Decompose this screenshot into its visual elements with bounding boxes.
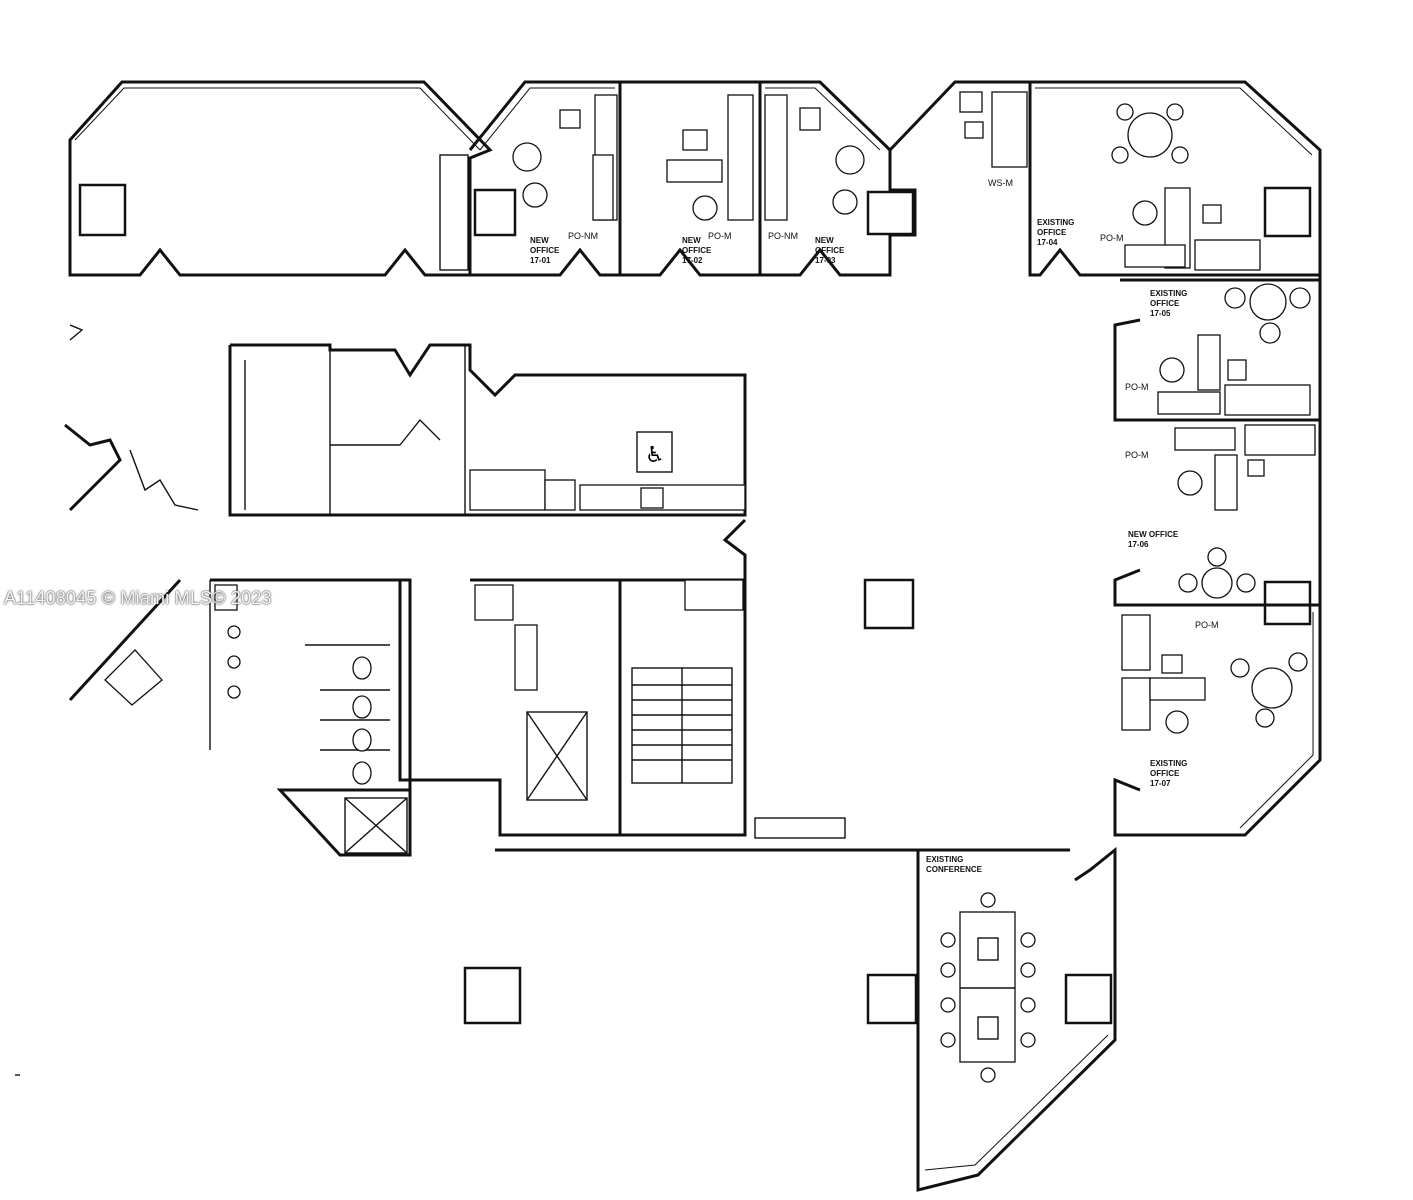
new-office-17-03: NEW OFFICE 17-03 PO-NM [760,80,917,277]
room-label-line1: EXISTING [1150,759,1187,768]
top-left-room [68,80,493,277]
accessible-icon: ♿ [645,443,665,468]
room-label-line3: 17-03 [815,256,836,265]
elevator-icon [526,711,588,801]
room-label-line3: 17-01 [530,256,551,265]
structural-column [866,190,915,236]
room-tag: PO-M [1125,382,1149,392]
room-tag: PO-NM [568,231,598,241]
room-tag: PO-M [1125,450,1149,460]
room-tag: PO-M [708,231,732,241]
existing-conference: EXISTING CONFERENCE [916,846,1117,1192]
room-label-line3: 17-07 [1150,779,1171,788]
structural-column [1263,186,1312,238]
sink-icon [227,625,241,639]
sink-icon [227,685,241,699]
restrooms [68,578,412,857]
existing-office-17-04: WS-M EXISTING OFFICE 17-04 PO-M [888,80,1322,277]
structural-column [866,973,918,1025]
room-label-line1: NEW OFFICE [1128,530,1179,539]
elevator-stair-core [398,518,1070,852]
room-label-line1: EXISTING [926,855,963,864]
stair-icon [631,667,733,784]
room-label-line2: OFFICE [530,246,560,255]
toilet-icon [352,728,372,752]
toilet-icon [352,695,372,719]
structural-column [78,183,127,237]
room-label-line2: OFFICE [1150,769,1180,778]
room-label-line1: NEW [530,236,549,245]
room-label-line1: NEW [815,236,834,245]
structural-column [463,966,522,1025]
room-label-line2: OFFICE [682,246,712,255]
room-label-line3: 17-05 [1150,309,1171,318]
room-tag: PO-M [1100,233,1124,243]
existing-office-17-07: EXISTING OFFICE 17-07 PO-M [1113,603,1322,837]
room-label-line3: 17-02 [682,256,703,265]
elevator-icon [344,797,408,854]
workstation-tag: WS-M [988,178,1013,188]
structural-column [1263,580,1312,626]
room-label-line3: 17-04 [1037,238,1058,247]
room-label-line1: EXISTING [1037,218,1074,227]
toilet-icon [352,761,372,785]
structural-column [863,578,915,630]
room-label-line2: OFFICE [1150,299,1180,308]
room-label-line1: EXISTING [1150,289,1187,298]
new-office-17-02: NEW OFFICE 17-02 PO-M [620,80,762,277]
new-office-17-06: NEW OFFICE 17-06 PO-M [1113,418,1322,626]
new-office-17-01: NEW OFFICE 17-01 PO-NM [439,80,622,277]
watermark: A11408045 © Miami MLS© 2023 [4,588,272,608]
room-tag: PO-NM [768,231,798,241]
room-label-line2: 17-06 [1128,540,1149,549]
existing-office-17-05: EXISTING OFFICE 17-05 PO-M [1113,278,1322,422]
room-label-line2: OFFICE [815,246,845,255]
toilet-icon [352,656,372,680]
room-label-line2: CONFERENCE [926,865,983,874]
sink-icon [227,655,241,669]
room-label-line1: NEW [682,236,701,245]
room-tag: PO-M [1195,620,1219,630]
sink-icon [640,487,664,509]
central-core-rooms: ♿ [228,343,747,517]
structural-column [473,188,517,237]
structural-column [1064,973,1113,1025]
left-exterior [64,324,199,512]
room-label-line2: OFFICE [1037,228,1067,237]
